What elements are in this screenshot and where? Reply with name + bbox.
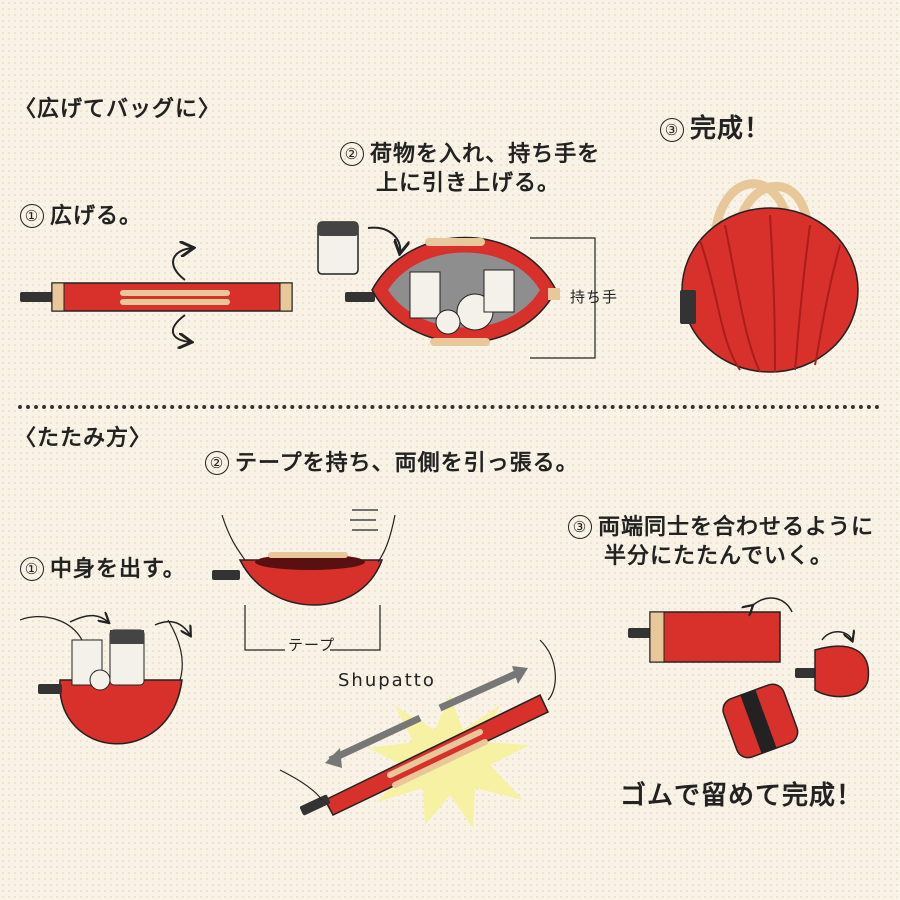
brand-label: Shupatto: [338, 670, 436, 691]
finish-label: ゴムで留めて完成！: [620, 781, 864, 811]
step-number: ③: [660, 118, 684, 142]
flat-bag: [20, 248, 293, 342]
step-text: 完成！: [690, 114, 772, 144]
handle-label: 持ち手: [570, 288, 619, 306]
step-number: ①: [20, 204, 44, 228]
step-text: 両端同士を合わせるように: [598, 515, 875, 540]
section-divider: [18, 405, 880, 409]
step-number: ②: [205, 451, 229, 475]
step-number: ①: [20, 557, 44, 581]
unfold-title: 〈広げてバッグに〉: [14, 97, 222, 122]
fold-title: 〈たたみ方〉: [14, 426, 153, 451]
step-text: 広げる。: [50, 204, 143, 229]
step-text: 半分にたたんでいく。: [604, 543, 833, 569]
step-text: 中身を出す。: [50, 557, 186, 582]
stretched-bag: [279, 639, 556, 816]
step-number: ②: [340, 142, 364, 166]
step-number: ③: [568, 515, 592, 539]
tape-label: テープ: [288, 636, 336, 654]
emptying-bag: [19, 616, 190, 745]
open-bag: [317, 221, 596, 359]
step-text: 上に引き上げる。: [376, 170, 561, 196]
step-text: テープを持ち、両側を引っ張る。: [235, 451, 579, 476]
finished-bag: [680, 179, 859, 373]
folding-sequence: [628, 597, 870, 759]
step-text: 荷物を入れ、持ち手を: [370, 142, 601, 167]
pulling-tape-bag: [212, 509, 396, 651]
